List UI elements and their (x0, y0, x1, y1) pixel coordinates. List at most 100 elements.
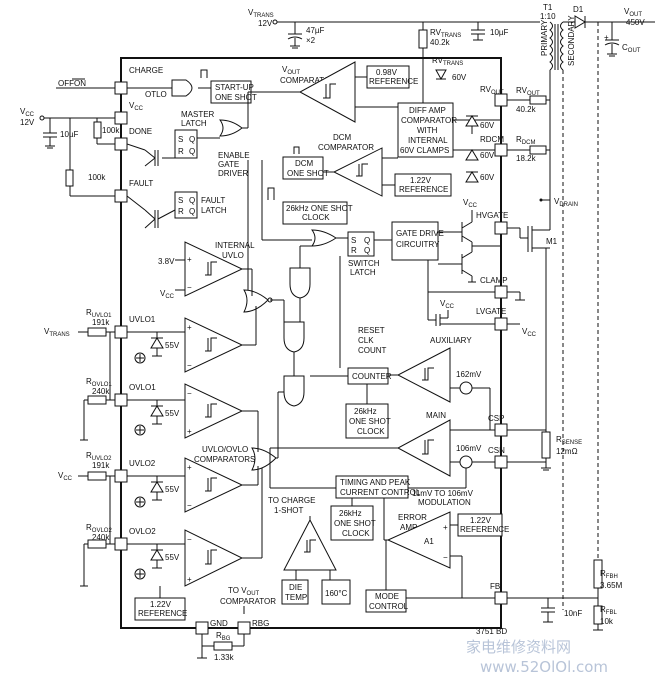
reset-clk-line2: CLK (358, 336, 374, 345)
gate-drive-line1: GATE DRIVE (396, 229, 444, 238)
rbg-ext-value: 1.33k (214, 653, 235, 662)
svg-text:Q: Q (189, 135, 195, 144)
ic-outline (120, 57, 502, 629)
ref-122b-line2: REFERENCE (460, 525, 509, 534)
svg-text:R: R (178, 207, 184, 216)
c47-x2-label: ×2 (306, 36, 316, 45)
and-gate-1 (289, 267, 311, 299)
svg-text:S: S (178, 196, 183, 205)
uvlo-ovlo-line1: UVLO/OVLO (202, 445, 248, 454)
dcm-comp-line2: COMPARATOR (318, 143, 374, 152)
vcc-hv-label: VCC (463, 198, 478, 209)
timing-line2: CURRENT CONTROL (340, 488, 421, 497)
to-charge-line1: TO CHARGE (268, 496, 315, 505)
pin-hvgate (494, 221, 508, 235)
clock-26b-block (345, 403, 389, 439)
aux-comparator (396, 347, 451, 403)
rdcm-ext-label: RDCM (516, 135, 535, 146)
pin-rdcm-label: RDCM (480, 135, 504, 144)
clock-26c-line3: CLOCK (342, 529, 370, 538)
v60a-label: 60V (452, 73, 467, 82)
ref-098-line2: REFERENCE (369, 77, 418, 86)
enable-gate-line1: ENABLE (218, 151, 250, 160)
dcm-oneshot-block (282, 156, 324, 180)
rvout-resistor (529, 95, 547, 105)
clock-26a-line2: CLOCK (302, 213, 330, 222)
mv106-label: 106mV (456, 444, 482, 453)
master-latch (174, 129, 198, 159)
die-temp-line1: DIE (289, 583, 302, 592)
rovlo1-value: 240k (92, 387, 110, 396)
fault-latch (174, 191, 198, 219)
pin-done-label: DONE (129, 127, 152, 136)
zener-55v-3: 55V (150, 476, 180, 501)
svg-text:−: − (443, 553, 448, 562)
rvtrans-value: 40.2k (430, 38, 451, 47)
source-162mv (459, 381, 473, 395)
master-latch-line1: MASTER (181, 110, 215, 119)
ruvlo1-label: RUVLO1 (86, 308, 112, 319)
rsense-value: 12mΩ (556, 447, 578, 456)
svg-text:+: + (187, 427, 192, 436)
secondary-label: SECONDARY (567, 15, 576, 66)
svg-text:+: + (187, 463, 192, 472)
v12-top-label: 12V (258, 19, 273, 28)
or-gate-switch (311, 229, 337, 247)
mode-control-line2: CONTROL (369, 602, 409, 611)
rvtrans-resistor (418, 29, 428, 49)
pin-rbg (237, 621, 251, 635)
ovlo2-comparator: −+ (184, 529, 244, 587)
mode-control-line1: MODE (375, 592, 399, 601)
vout-label: VOUT (624, 7, 642, 18)
off-label: OFF (58, 79, 74, 88)
rovlo1-resistor (87, 395, 107, 405)
vcc-left-label: VCC (20, 107, 35, 118)
pin-fault-label: FAULT (129, 179, 153, 188)
c10u-left-label: 10µF (60, 130, 79, 139)
fault-latch-line2: LATCH (201, 206, 227, 215)
svg-text:Q: Q (189, 196, 195, 205)
rvtrans2-label: RVTRANS (432, 56, 463, 67)
otlo-label: OTLO (145, 90, 167, 99)
v12-left-label: 12V (20, 118, 35, 127)
pin-rvout-label: RVOUT (480, 85, 504, 96)
main-comparator (396, 419, 451, 477)
ruvlo2-resistor (87, 471, 107, 481)
ruvlo2-label: RUVLO2 (86, 451, 112, 462)
pin-fb-label: FB (490, 582, 500, 591)
rsense-label: RSENSE (556, 435, 582, 446)
svg-text:R: R (178, 147, 184, 156)
internal-uvlo-comparator (184, 241, 244, 297)
pin-csn-label: CSN (488, 446, 505, 455)
vout-comp-line1: VOUT (282, 65, 300, 76)
vcc-lv-label: VCC (440, 299, 455, 310)
pin-ovlo1 (114, 393, 128, 407)
r100k-fault (65, 169, 74, 187)
dcm-comp-line1: DCM (333, 133, 352, 142)
gate-drive-block (391, 221, 439, 261)
die-temp-line2: TEMP (285, 593, 307, 602)
clock-26a-block (282, 201, 348, 225)
modulation-line1: 11mV TO 106mV (412, 489, 474, 498)
v60c-label: 60V (480, 173, 495, 182)
ref-122a-line2: REFERENCE (399, 185, 448, 194)
dcm-oneshot-line2: ONE SHOT (287, 169, 329, 178)
rvout-ext-value: 40.2k (516, 105, 537, 114)
error-amp (386, 511, 451, 569)
counter-label: COUNTER (352, 372, 392, 381)
ref-122b-line1: 1.22V (470, 516, 492, 525)
uvlo1-comparator: +− (184, 317, 244, 373)
ref-098-line1: 0.98V (376, 68, 398, 77)
die-temp-block (281, 579, 309, 605)
fault-latch-line1: FAULT (201, 196, 225, 205)
ruvlo2-value: 191k (92, 461, 110, 470)
clock-26b-line1: 26kHz (354, 407, 377, 416)
pin-csp (494, 423, 508, 437)
pin-ovlo2 (114, 537, 128, 551)
pin-rdcm (494, 143, 508, 157)
to-charge-line2: 1-SHOT (274, 506, 303, 515)
vdrain-label: VDRAIN (554, 197, 578, 208)
rfbl-label: RFBL (600, 605, 617, 616)
or-gate-master (219, 119, 243, 137)
rovlo2-label: ROVLO2 (86, 523, 112, 534)
